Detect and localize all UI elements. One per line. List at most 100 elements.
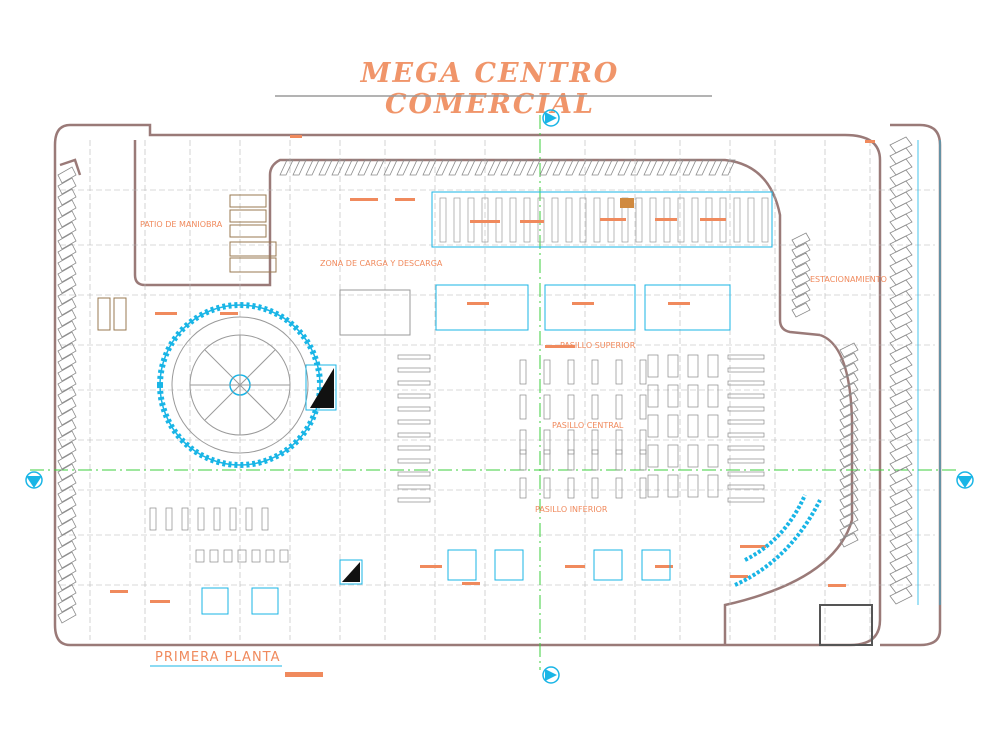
shelf [667, 354, 679, 378]
parking-stall [57, 518, 77, 536]
annotation-mark [470, 220, 500, 223]
parking-stall [539, 159, 554, 176]
shelf [565, 197, 573, 243]
shelf [707, 444, 719, 468]
shelf [667, 444, 679, 468]
shelf [543, 394, 551, 420]
shelf [591, 394, 599, 420]
parking-stall [383, 159, 398, 176]
shelf [727, 393, 765, 399]
parking-stall [57, 386, 77, 404]
parking-stall [839, 422, 859, 438]
parking-stall [839, 452, 859, 468]
parking-band-right [917, 140, 941, 605]
shelf [543, 477, 551, 499]
shelf [397, 484, 431, 490]
shelf [727, 419, 765, 425]
shelf [647, 414, 659, 438]
parking-stall [448, 159, 463, 176]
shelf [209, 549, 219, 563]
shelf [213, 507, 221, 531]
curved-seating [734, 494, 822, 587]
supermarket-shelving [149, 354, 765, 563]
parking-stall [57, 529, 77, 547]
parking-stall [57, 452, 77, 470]
shelf [149, 507, 157, 531]
shelf [397, 445, 431, 451]
parking-stall [889, 158, 913, 176]
parking-stall [57, 496, 77, 514]
parking-stall [889, 488, 913, 506]
shelf [615, 359, 623, 385]
annotation-mark [350, 198, 378, 201]
shelf [687, 414, 699, 438]
parking-stall [292, 159, 307, 176]
building-outline [53, 123, 942, 647]
annotation-mark [395, 198, 415, 201]
shelf [687, 474, 699, 498]
shelf [567, 359, 575, 385]
parking-stall [57, 199, 77, 217]
shelf [439, 197, 447, 243]
drawing-title: MEGA CENTRO COMERCIAL [360, 58, 620, 120]
parking-stall [565, 159, 580, 176]
shelf [727, 406, 765, 412]
parking-stall [57, 232, 77, 250]
stair-symbols [305, 364, 363, 585]
shelf [195, 549, 205, 563]
parking-stall [305, 159, 320, 176]
parking-stall [889, 565, 913, 583]
parking-stall [57, 298, 77, 316]
parking-stall [839, 342, 859, 358]
shelf [453, 197, 461, 243]
shelf [647, 384, 659, 408]
parking-stall [57, 408, 77, 426]
parking-stall [889, 323, 913, 341]
zone-label-carga: ZONA DE CARGA Y DESCARGA [320, 259, 443, 268]
shelf [543, 429, 551, 455]
parking-stall [839, 462, 859, 478]
parking-stall [839, 352, 859, 368]
shelf [519, 429, 527, 455]
shelf [727, 445, 765, 451]
parking-stall [839, 432, 859, 448]
shelf [727, 458, 765, 464]
annotation-mark [700, 218, 726, 221]
parking-stall [57, 254, 77, 272]
shelf [615, 449, 623, 471]
annotation-mark [150, 600, 170, 603]
shelf [707, 414, 719, 438]
annotation-mark [655, 218, 677, 221]
zone-label-patio: PATIO DE MANIOBRA [140, 220, 223, 229]
parking-stall [839, 412, 859, 428]
parking-stall [889, 312, 913, 330]
parking-stall [889, 191, 913, 209]
parking-stall [57, 430, 77, 448]
annotation-mark [520, 220, 544, 223]
parking-stall [526, 159, 541, 176]
parking-stall [889, 521, 913, 539]
parking-stall [889, 543, 913, 561]
parking-stall [435, 159, 450, 176]
shelf [727, 471, 765, 477]
structural-grid [60, 140, 935, 640]
parking-stall [513, 159, 528, 176]
parking-stall [839, 372, 859, 388]
shelf [165, 507, 173, 531]
parking-stall [57, 364, 77, 382]
annotation-mark [572, 302, 594, 305]
shelf [639, 359, 647, 385]
shelf [707, 474, 719, 498]
parking-stall [889, 213, 913, 231]
parking-stall [889, 345, 913, 363]
shelf [677, 197, 685, 243]
shelf [181, 507, 189, 531]
parking-stall [474, 159, 489, 176]
entrance-gate [819, 604, 873, 646]
shelf [747, 197, 755, 243]
parking-stall [578, 159, 593, 176]
parking-stall [57, 584, 77, 602]
parking-stall [57, 331, 77, 349]
parking-stall [839, 442, 859, 458]
shelf [567, 477, 575, 499]
